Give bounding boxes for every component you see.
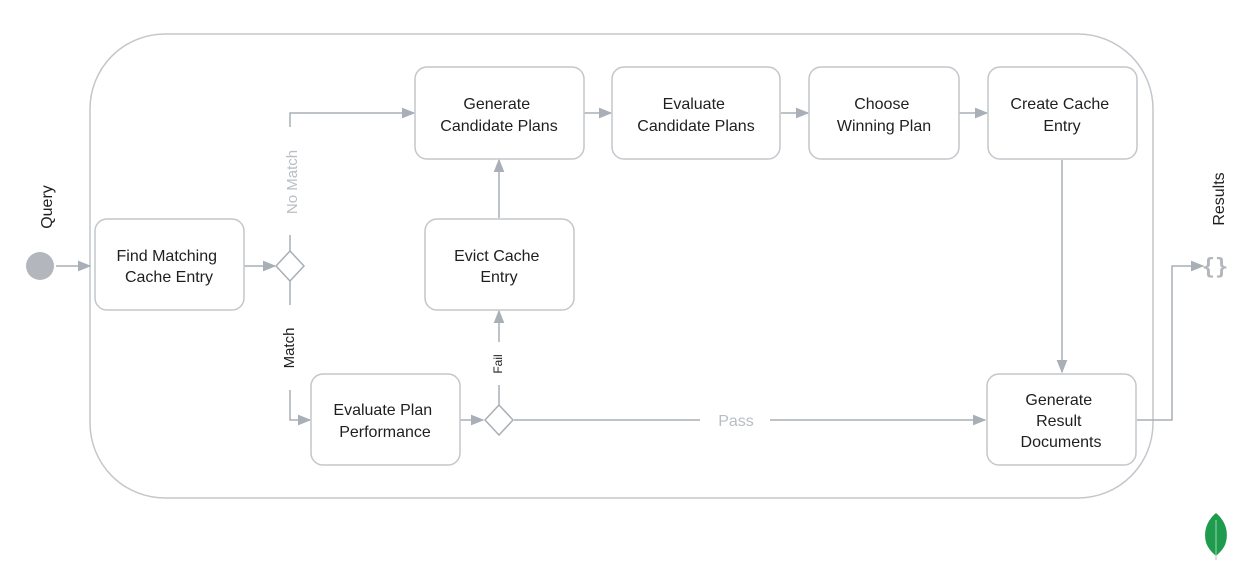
node-create-cache-line2: Entry — [1043, 118, 1080, 135]
edge-label-no-match: No Match — [284, 150, 301, 214]
node-choose-winning: Choose Winning Plan — [808, 66, 960, 160]
svg-text:Evict Cache Entry: Evict Cache Entry — [454, 248, 544, 286]
start-node — [26, 252, 54, 280]
svg-text:Find Matching Cache Entr: Find Matching Cache Entry — [117, 248, 222, 286]
node-find-matching-line1: Find Matching — [117, 248, 218, 265]
node-evict-cache-line1: Evict Cache — [454, 248, 539, 265]
svg-text:Generate Result Do: Generate Result Documents — [1021, 392, 1102, 451]
node-generate-result-line2: Result — [1036, 413, 1082, 430]
node-evaluate-plan-line2: Performance — [339, 424, 431, 441]
start-label: Query — [39, 185, 56, 229]
edge-result-to-output — [1137, 260, 1205, 421]
node-evaluate-plan: Evaluate Plan Performance — [310, 373, 461, 466]
curly-braces-icon: {} — [1202, 255, 1229, 280]
node-find-matching-line2: Cache Entry — [125, 269, 213, 286]
node-evict-cache-line2: Entry — [480, 269, 517, 286]
leaf-logo-icon — [1205, 513, 1227, 560]
node-create-cache-line1: Create Cache — [1010, 96, 1109, 113]
node-evaluate-plan-line1: Evaluate Plan — [333, 402, 432, 419]
node-generate-result-line3: Documents — [1021, 434, 1102, 451]
node-choose-winning-line1: Choose — [854, 96, 909, 113]
connectors — [56, 107, 1205, 426]
cache-match-decision — [274, 249, 306, 283]
end-label: Results — [1211, 172, 1228, 225]
svg-text:Choose Winning Plan: Choose Winning Plan — [837, 96, 931, 135]
edge-label-fail: Fail — [491, 354, 505, 373]
node-generate-result: Generate Result Documents — [986, 373, 1137, 466]
node-evaluate-candidate-line2: Candidate Plans — [637, 118, 754, 135]
svg-text:Evaluate Candidate Plans: Evaluate Candidate Plans — [637, 96, 754, 135]
performance-decision — [483, 403, 515, 437]
node-create-cache: Create Cache Entry — [987, 66, 1138, 160]
node-choose-winning-line2: Winning Plan — [837, 118, 931, 135]
edge-no-match-upper — [289, 107, 416, 127]
edge-match-lower — [289, 390, 312, 426]
node-generate-candidate: Generate Candidate Plans — [414, 66, 585, 160]
node-find-matching: Find Matching Cache Entry — [94, 218, 245, 311]
node-evaluate-candidate: Evaluate Candidate Plans — [611, 66, 781, 160]
node-generate-candidate-line2: Candidate Plans — [440, 118, 557, 135]
edge-label-pass: Pass — [718, 413, 754, 430]
svg-text:Generate Candidate Plans: Generate Candidate Plans — [440, 96, 557, 135]
svg-text:Create Cache Entry: Create Cache Entry — [1010, 96, 1113, 135]
node-evaluate-candidate-line1: Evaluate — [663, 96, 725, 113]
node-evict-cache: Evict Cache Entry — [424, 218, 575, 311]
node-generate-candidate-line1: Generate — [463, 96, 530, 113]
node-generate-result-line1: Generate — [1025, 392, 1092, 409]
edge-label-match: Match — [281, 328, 298, 369]
svg-text:Evaluate Plan Performanc: Evaluate Plan Performance — [333, 402, 436, 441]
